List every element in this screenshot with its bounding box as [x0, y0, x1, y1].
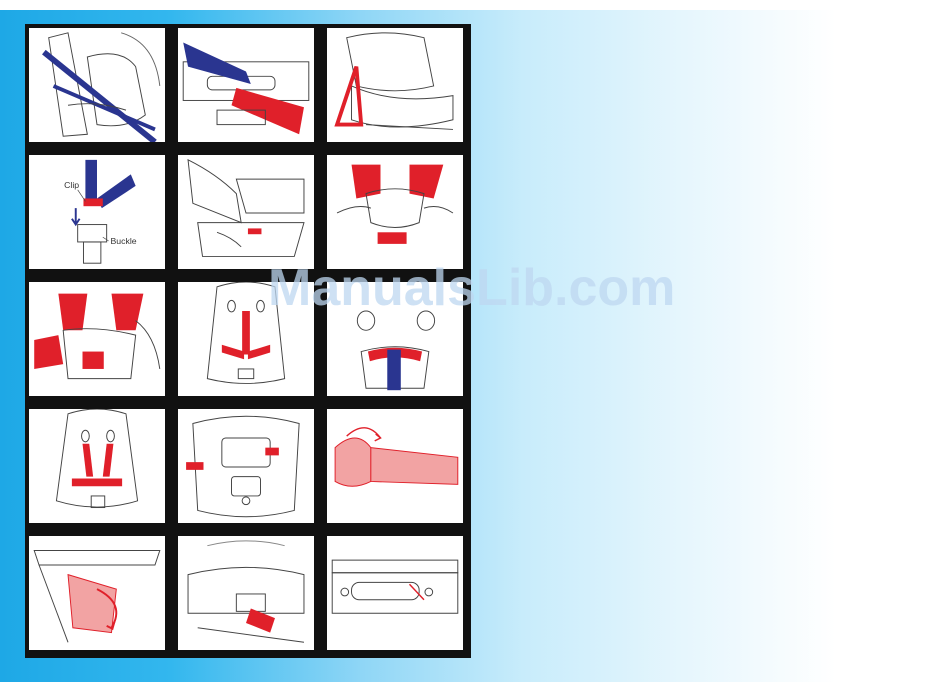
harness-straps-illustration — [327, 155, 463, 269]
step-panel-11 — [176, 407, 316, 525]
adjuster-plate-illustration — [327, 536, 463, 650]
belt-threading-illustration — [178, 28, 314, 142]
strap-insert-illustration — [29, 536, 165, 650]
harness-fastening-illustration — [29, 282, 165, 396]
step-panel-7 — [27, 280, 167, 398]
watermark-text: ManualsLib.com — [268, 258, 675, 318]
seat-harness-front-illustration — [29, 409, 165, 523]
buckle-label: Buckle — [111, 236, 137, 246]
step-panel-3 — [325, 26, 465, 144]
step-panel-1 — [27, 26, 167, 144]
step-panel-10 — [27, 407, 167, 525]
strap-under-seat-illustration — [178, 536, 314, 650]
step-panel-2 — [176, 26, 316, 144]
clip-label: Clip — [64, 180, 79, 190]
step-panel-15 — [325, 534, 465, 652]
step-panel-4: Clip Buckle — [27, 153, 167, 271]
seat-back-shell-illustration — [178, 409, 314, 523]
step-panel-13 — [27, 534, 167, 652]
strap-roll-illustration — [327, 409, 463, 523]
seat-belt-routing-illustration — [29, 28, 165, 142]
clip-and-buckle-illustration: Clip Buckle — [29, 155, 165, 269]
step-panel-12 — [325, 407, 465, 525]
instruction-grid: Clip Buckle — [25, 24, 471, 658]
step-panel-14 — [176, 534, 316, 652]
step-panel-5 — [176, 153, 316, 271]
step-panel-6 — [325, 153, 465, 271]
top-margin — [0, 0, 950, 10]
seat-recline-illustration — [327, 28, 463, 142]
adjuster-release-illustration — [178, 155, 314, 269]
